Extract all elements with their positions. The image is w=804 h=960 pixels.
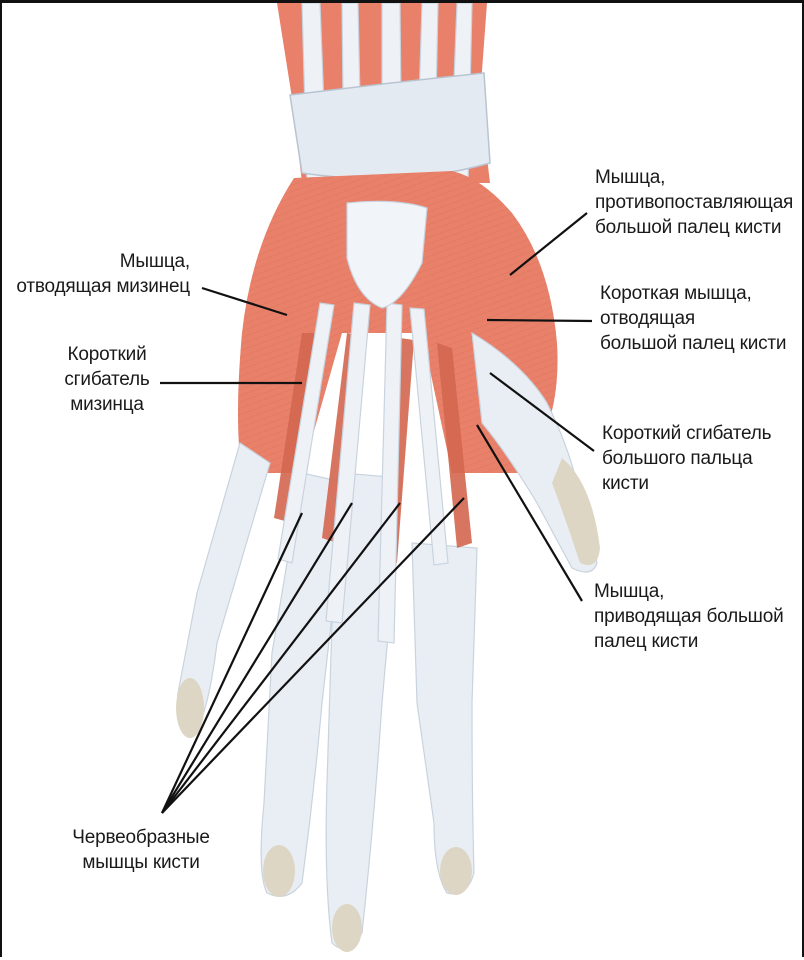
fingertip-little [176,678,204,738]
fingertip-middle [332,904,362,952]
finger-index [412,543,477,894]
label-flexor-pollicis-brevis: Короткий сгибатель большого пальца кисти [602,421,771,496]
label-adductor-pollicis: Мышца, приводящая большой палец кисти [594,579,783,654]
label-abductor-digiti-minimi: Мышца, отводящая мизинец [10,249,190,299]
line-abductor-pollicis [487,320,592,321]
fingertip-ring [263,845,295,897]
label-flexor-digiti-minimi-brevis: Короткий сгибатель мизинца [57,342,157,417]
fingertip-index [440,847,472,895]
label-opponens-pollicis: Мышца, противопоставляющая большой палец… [595,165,793,240]
label-lumbricals: Червеобразные мышцы кисти [52,825,230,875]
label-abductor-pollicis-brevis: Короткая мышца, отводящая большой палец … [600,281,786,356]
